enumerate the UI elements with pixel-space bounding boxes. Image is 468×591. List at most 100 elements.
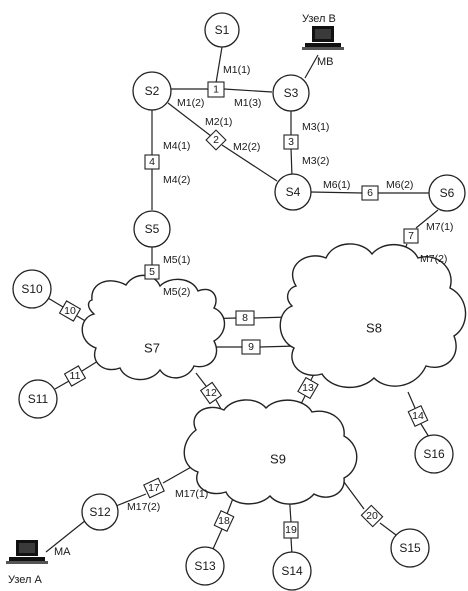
port-m2-1: M2(1) (205, 116, 232, 128)
link-sw11-s7 (81, 360, 99, 372)
node-s2: S2 (132, 71, 172, 111)
svg-text:9: 9 (248, 341, 254, 353)
link-s1-hub1 (215, 46, 223, 84)
port-m5-1: M5(1) (163, 254, 190, 266)
switch-box-9: 9 (241, 339, 261, 355)
node-s6: S6 (428, 174, 466, 212)
port-m1-1: M1(1) (223, 64, 250, 76)
s2-label: S2 (145, 84, 160, 98)
computer-icon (6, 540, 48, 564)
s4-label: S4 (286, 185, 301, 199)
link-sw3-s4 (290, 147, 293, 178)
switch-box-17: 17 (143, 477, 165, 499)
port-m1-2: M1(2) (177, 97, 204, 109)
svg-text:4: 4 (149, 156, 155, 168)
link-s12-hosta (45, 519, 87, 553)
host-b-mac: MB (317, 56, 334, 68)
switch-box-19: 19 (283, 521, 299, 539)
switch-box-13: 13 (297, 376, 319, 400)
svg-text:8: 8 (242, 312, 248, 324)
host-a-label: Узел А (8, 574, 43, 586)
svg-text:5: 5 (149, 266, 155, 278)
s12-label: S12 (89, 505, 111, 519)
node-s4: S4 (274, 173, 312, 211)
node-s10: S10 (12, 269, 52, 309)
s15-label: S15 (399, 541, 421, 555)
port-m2-2: M2(2) (233, 141, 260, 153)
s5-label: S5 (145, 222, 160, 236)
port-m7-1: M7(1) (426, 221, 453, 233)
link-s11-sw11 (54, 380, 70, 390)
port-m4-2: M4(2) (163, 174, 190, 186)
switch-box-11: 11 (63, 365, 87, 387)
s8-label: S8 (366, 321, 382, 336)
node-s11: S11 (18, 379, 58, 419)
port-m1-3: M1(3) (234, 97, 261, 109)
node-s3: S3 (272, 74, 310, 112)
switch-box-8: 8 (235, 310, 255, 326)
node-s1: S1 (204, 12, 240, 48)
host-a-mac: MA (54, 546, 71, 558)
link-sw18-s13 (212, 528, 223, 550)
switch-box-6: 6 (361, 185, 379, 201)
svg-text:13: 13 (302, 382, 314, 394)
host-b-label: Узел В (302, 13, 336, 25)
svg-text:20: 20 (366, 510, 378, 522)
svg-text:7: 7 (408, 230, 414, 242)
host-b: Узел В MB (302, 13, 344, 68)
port-m6-1: M6(1) (323, 179, 350, 191)
s7-label: S7 (144, 341, 160, 356)
switch-box-20: 20 (360, 504, 384, 528)
node-s14: S14 (272, 551, 312, 591)
switch-box-12: 12 (199, 381, 223, 405)
svg-text:12: 12 (205, 387, 217, 399)
port-m17-2: M17(2) (127, 501, 160, 513)
switch-box-14: 14 (407, 405, 429, 427)
link-s6-sw7 (415, 209, 439, 229)
svg-text:3: 3 (288, 136, 294, 148)
link-sw2-s4 (221, 144, 278, 182)
svg-text:18: 18 (218, 515, 230, 527)
host-a: MA Узел А (6, 540, 71, 586)
s16-label: S16 (423, 447, 445, 461)
link-s4-sw6 (310, 191, 363, 194)
node-s13: S13 (185, 546, 225, 586)
link-sw14-s16 (420, 423, 430, 438)
svg-text:2: 2 (213, 134, 219, 146)
link-sw17-s12 (115, 493, 147, 507)
switch-box-2: 2 (205, 129, 227, 151)
s9-label: S9 (270, 452, 286, 467)
port-m5-2: M5(2) (163, 286, 190, 298)
link-hub1-s3 (223, 88, 273, 93)
link-s9-sw20 (340, 477, 365, 510)
svg-text:10: 10 (64, 305, 76, 317)
s6-label: S6 (440, 186, 455, 200)
computer-icon (302, 26, 344, 50)
svg-text:19: 19 (285, 524, 297, 536)
svg-text:14: 14 (412, 410, 424, 422)
cloud-s7: S7 (81, 274, 226, 381)
s3-label: S3 (284, 86, 299, 100)
svg-text:6: 6 (367, 187, 373, 199)
cloud-s9: S9 (183, 399, 358, 505)
switch-box-10: 10 (58, 300, 82, 322)
node-s5: S5 (133, 210, 171, 248)
port-m17-1: M17(1) (175, 488, 208, 500)
link-s7-sw12 (195, 372, 207, 387)
port-m4-1: M4(1) (163, 140, 190, 152)
s11-label: S11 (28, 392, 49, 406)
cloud-s8: S8 (279, 243, 467, 389)
port-m3-1: M3(1) (302, 121, 329, 133)
s13-label: S13 (194, 559, 216, 573)
svg-text:1: 1 (213, 84, 219, 96)
link-s2-sw2 (167, 102, 212, 137)
s1-label: S1 (215, 23, 230, 37)
port-m6-2: M6(2) (386, 179, 413, 191)
port-labels: M1(1) M1(2) M1(3) M2(1) M2(2) M3(1) M3(2… (127, 64, 453, 513)
link-sw20-s15 (379, 522, 397, 536)
node-s16: S16 (414, 434, 454, 474)
svg-text:17: 17 (148, 482, 160, 494)
switch-box-5: 5 (144, 264, 160, 280)
s14-label: S14 (281, 564, 303, 578)
